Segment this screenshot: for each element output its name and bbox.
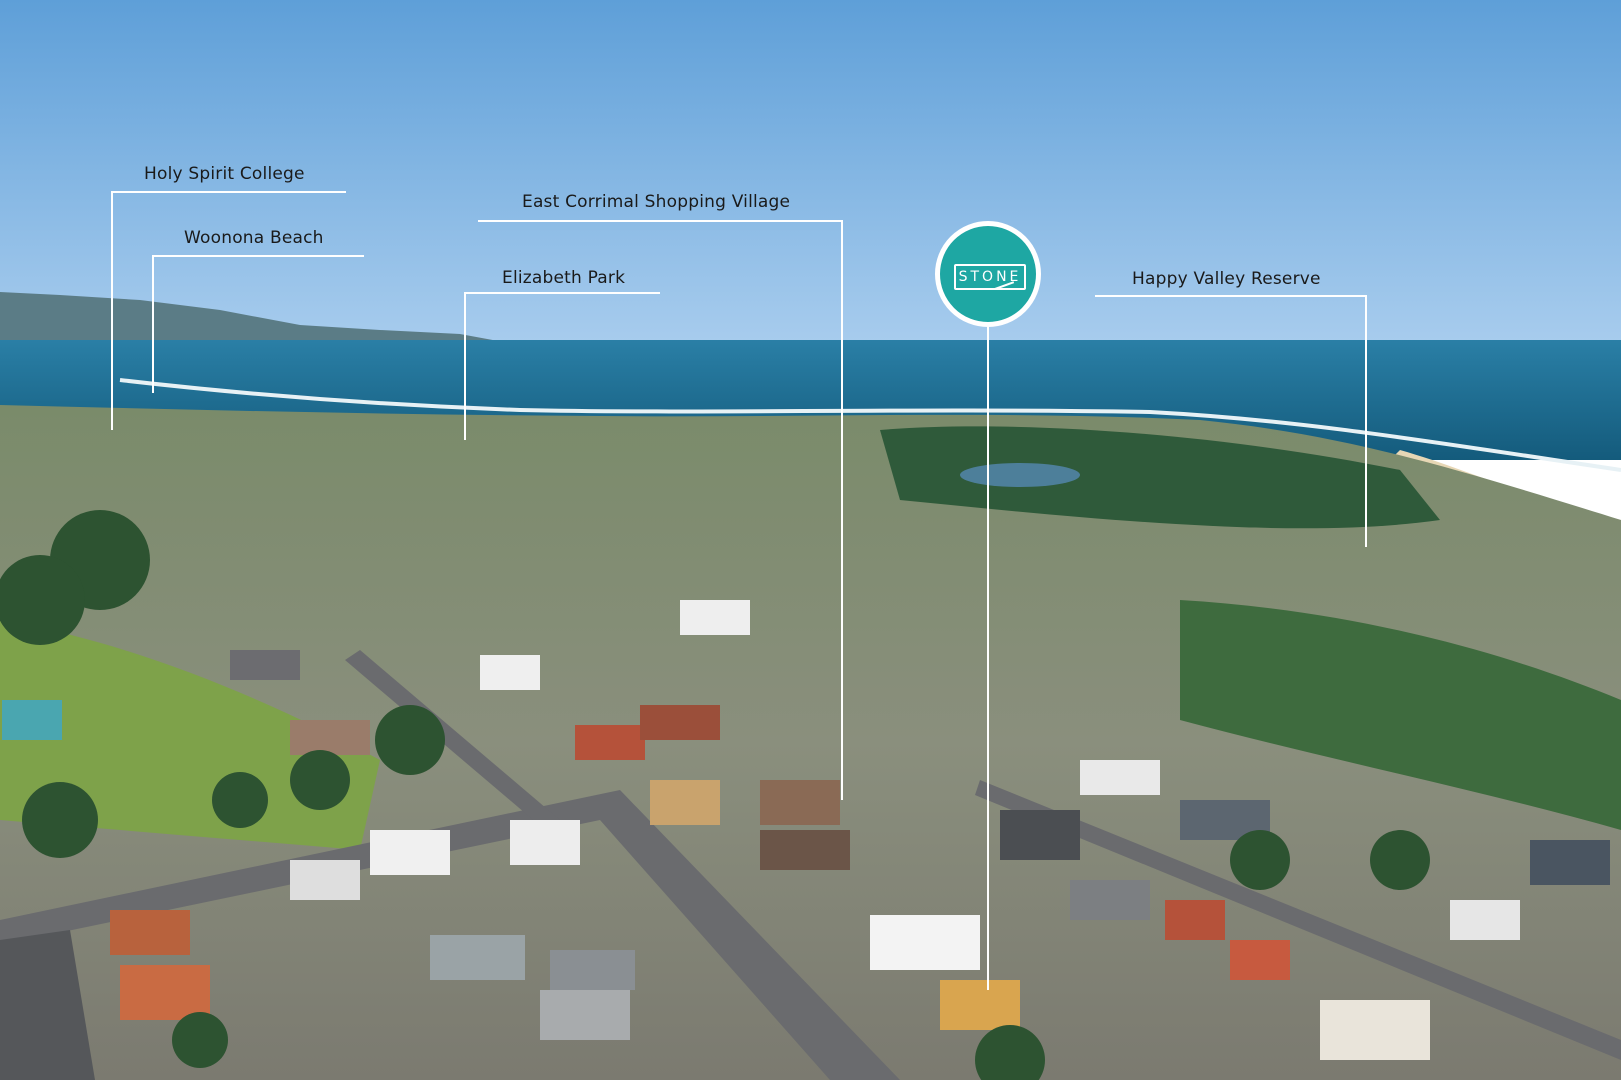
tree-clusters xyxy=(0,510,1430,1080)
left-parking xyxy=(0,930,95,1080)
elizabeth-park-line xyxy=(464,292,660,440)
right-road xyxy=(975,780,1621,1060)
label-happy-valley-reserve: Happy Valley Reserve xyxy=(1132,269,1321,289)
tennis-court xyxy=(2,700,62,740)
callout-lines xyxy=(111,191,1367,990)
house-roofs xyxy=(110,600,1610,1060)
label-holy-spirit-college: Holy Spirit College xyxy=(144,164,305,184)
stone-wordmark: STONE xyxy=(954,264,1026,290)
happy-valley-line xyxy=(1095,295,1367,547)
cross-road xyxy=(345,650,560,830)
bushland xyxy=(880,426,1440,529)
lagoon xyxy=(960,463,1080,487)
stone-logo: STONE xyxy=(935,221,1041,327)
mountains xyxy=(0,292,520,345)
main-road xyxy=(0,790,900,1080)
east-corrimal-line xyxy=(478,220,843,800)
label-woonona-beach: Woonona Beach xyxy=(184,228,324,248)
right-bushland xyxy=(1180,600,1621,830)
surf-line xyxy=(119,378,1621,472)
woonona-line xyxy=(152,255,364,393)
label-elizabeth-park: Elizabeth Park xyxy=(502,268,626,288)
holy-spirit-line xyxy=(111,191,346,430)
park-field xyxy=(0,620,380,850)
sky xyxy=(0,0,1621,350)
label-east-corrimal-shopping-village: East Corrimal Shopping Village xyxy=(522,192,791,212)
